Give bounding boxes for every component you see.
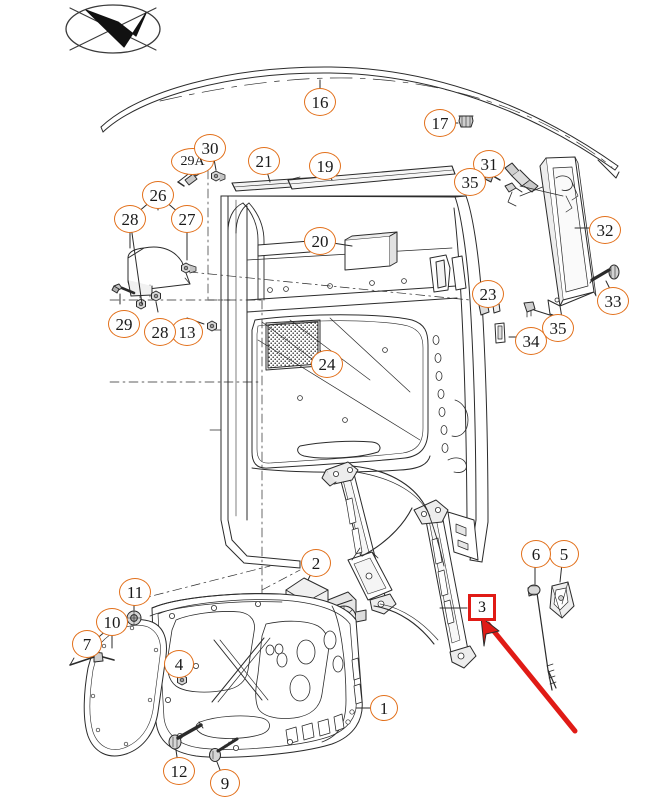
callout-26[interactable]: 26	[142, 181, 174, 209]
part-molding-clip	[458, 115, 474, 128]
part-latch-link-bracket	[484, 162, 546, 207]
part-hex-flange-bolt	[168, 721, 204, 750]
callout-7[interactable]: 7	[72, 630, 102, 658]
callout-35b[interactable]: 35	[542, 314, 574, 342]
callout-32[interactable]: 32	[589, 216, 621, 244]
callout-13[interactable]: 13	[171, 318, 203, 346]
part-tapping-screw	[209, 737, 239, 762]
callout-9[interactable]: 9	[210, 769, 240, 797]
callout-29[interactable]: 29	[108, 310, 140, 338]
callout-2[interactable]: 2	[301, 549, 331, 577]
part-cable-guide-bracket	[549, 581, 575, 619]
callout-1[interactable]: 1	[370, 695, 398, 721]
callout-30[interactable]: 30	[194, 134, 226, 162]
part-washer-nut-b	[151, 290, 161, 302]
callout-35a[interactable]: 35	[454, 168, 486, 196]
leader-28b	[155, 301, 159, 313]
construction-lines	[109, 169, 471, 601]
part-gasket-seal	[83, 619, 167, 757]
part-mirror-bolt	[111, 283, 136, 295]
callout-24[interactable]: 24	[311, 350, 343, 378]
leader-28a	[129, 218, 143, 305]
callout-16[interactable]: 16	[304, 88, 336, 116]
callout-10[interactable]: 10	[96, 608, 128, 636]
part-outer-belt-weatherstrip	[287, 165, 456, 190]
highlight-arrow	[480, 616, 578, 734]
part-actuating-rod	[527, 584, 557, 691]
part-hex-nut	[126, 610, 142, 626]
part-b-pillar-trim-cover	[519, 156, 597, 319]
callout-28a[interactable]: 28	[114, 205, 146, 233]
callout-4[interactable]: 4	[164, 650, 194, 678]
part-small-clip-b	[523, 301, 536, 318]
callout-28b[interactable]: 28	[144, 318, 176, 346]
callout-5[interactable]: 5	[549, 540, 579, 568]
part-stud-nut	[211, 170, 226, 182]
part-roof-trim-molding	[100, 66, 620, 179]
part-door-frame-inner	[209, 195, 489, 569]
part-washer-nut-a	[136, 298, 146, 310]
vw-oval-logo	[65, 4, 161, 54]
part-cover-nut	[181, 262, 197, 274]
callout-19[interactable]: 19	[309, 152, 341, 180]
part-door-inner-panel-carrier	[149, 593, 363, 758]
callout-27[interactable]: 27	[171, 205, 203, 233]
callout-21[interactable]: 21	[248, 147, 280, 175]
callout-17[interactable]: 17	[424, 109, 456, 137]
highlighted-callout-3[interactable]: 3	[468, 594, 496, 621]
callout-11[interactable]: 11	[119, 578, 151, 606]
callout-20[interactable]: 20	[304, 227, 336, 255]
callout-34[interactable]: 34	[515, 327, 547, 355]
callout-12[interactable]: 12	[163, 757, 195, 785]
callout-23[interactable]: 23	[472, 280, 504, 308]
callout-6[interactable]: 6	[521, 540, 551, 568]
part-trim-screw	[589, 264, 620, 284]
part-retaining-nut	[207, 320, 217, 332]
part-window-regulator-assembly	[305, 461, 479, 669]
callout-33[interactable]: 33	[597, 287, 629, 315]
part-sealing-plug	[69, 651, 115, 666]
part-retaining-clip	[494, 322, 506, 344]
